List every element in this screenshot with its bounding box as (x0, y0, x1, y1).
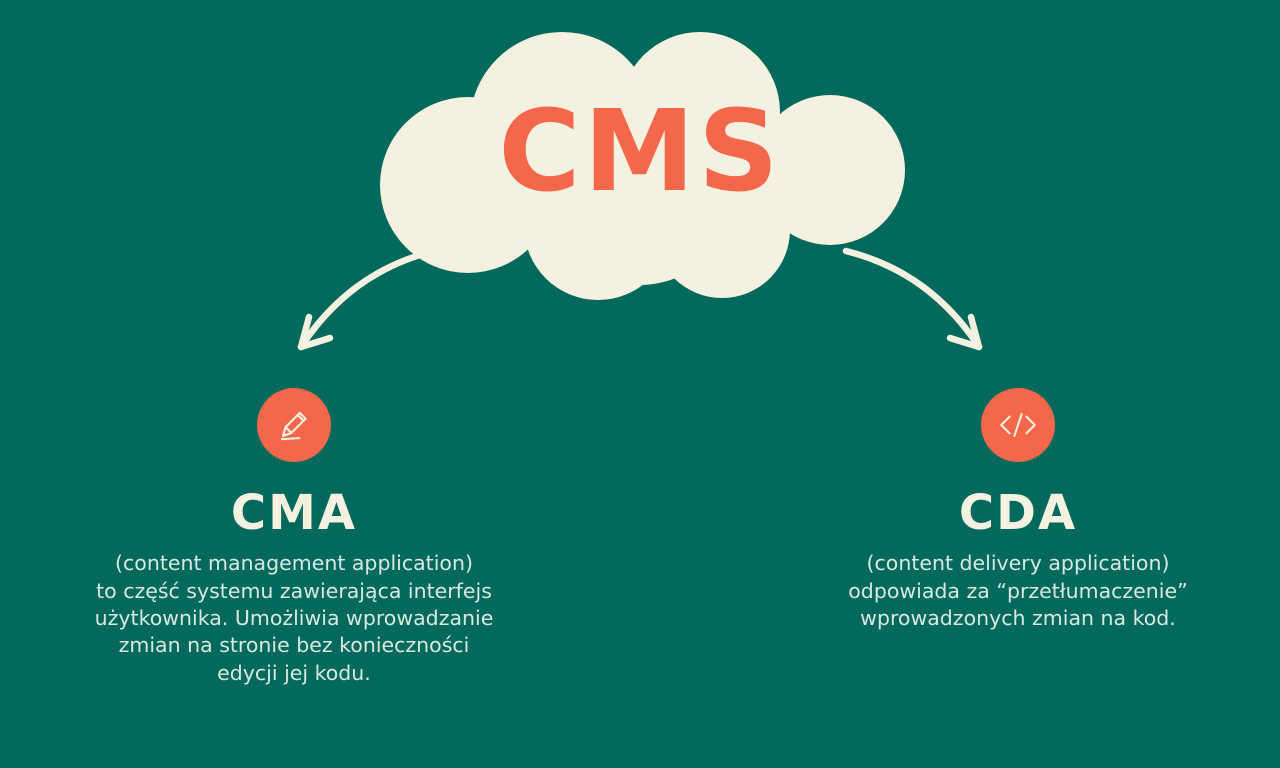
pencil-icon (280, 411, 307, 441)
left-arrow (297, 247, 438, 351)
cma-description: (content management application) to częś… (94, 551, 494, 685)
cda-section: CDA (content delivery application) odpow… (788, 388, 1248, 632)
right-arrow (842, 247, 983, 351)
code-icon (1000, 412, 1036, 438)
code-badge (981, 388, 1055, 462)
edit-badge (257, 388, 331, 462)
cma-section: CMA (content management application) to … (64, 388, 524, 687)
cda-description: (content delivery application) odpowiada… (848, 551, 1188, 630)
cma-title: CMA (230, 485, 358, 541)
cms-title: CMS (498, 87, 782, 217)
cda-title: CDA (958, 485, 1078, 541)
